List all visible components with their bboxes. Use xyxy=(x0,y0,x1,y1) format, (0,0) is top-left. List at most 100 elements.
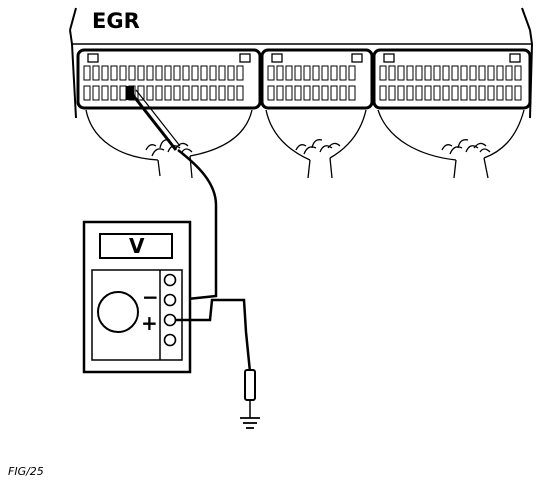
connector-right-pin xyxy=(379,65,387,81)
connector-left-pin xyxy=(101,85,109,101)
connector-left-pin xyxy=(164,85,172,101)
connector-middle-pin xyxy=(303,65,311,81)
connector-left-pin xyxy=(182,65,190,81)
connector-left-latch xyxy=(87,53,99,63)
connector-right-pin xyxy=(397,85,405,101)
connector-left-pin xyxy=(191,65,199,81)
connector-middle-pin xyxy=(348,85,356,101)
connector-middle-pin xyxy=(321,85,329,101)
connector-left-pin xyxy=(191,85,199,101)
connector-middle-pin xyxy=(312,65,320,81)
connector-right-pin xyxy=(415,65,423,81)
connector-right-pin xyxy=(415,85,423,101)
connector-right-pin xyxy=(388,85,396,101)
multimeter-jack-v xyxy=(163,313,177,327)
connector-left-pin xyxy=(200,65,208,81)
connector-right-pin xyxy=(451,65,459,81)
multimeter-jack-com xyxy=(163,293,177,307)
connector-left-pin xyxy=(164,65,172,81)
connector-middle-pin xyxy=(339,65,347,81)
connector-middle-pin xyxy=(330,85,338,101)
connector-middle-pin xyxy=(267,85,275,101)
connector-left-pin xyxy=(155,65,163,81)
ground-symbol-icon xyxy=(240,417,260,429)
connector-middle-pin xyxy=(276,65,284,81)
connector-right-pin xyxy=(514,85,522,101)
connector-left-pin xyxy=(92,65,100,81)
connector-middle-pin xyxy=(267,65,275,81)
multimeter-display xyxy=(99,233,173,259)
connector-left-pin xyxy=(83,85,91,101)
connector-left-pin xyxy=(92,85,100,101)
multimeter-jack-4 xyxy=(163,333,177,347)
connector-pins-left xyxy=(83,53,251,101)
connector-middle-pin xyxy=(330,65,338,81)
wire-harness-right xyxy=(377,109,525,179)
test-pin-highlight xyxy=(126,86,134,100)
connector-right-pin xyxy=(487,85,495,101)
connector-right-latch xyxy=(383,53,395,63)
connector-middle-pin xyxy=(285,65,293,81)
connector-right-pin xyxy=(388,65,396,81)
test-probe-icon xyxy=(244,369,256,418)
multimeter-front-panel xyxy=(91,269,183,361)
connector-left-pin xyxy=(218,65,226,81)
connector-middle-pin xyxy=(339,85,347,101)
connector-left-pin xyxy=(146,85,154,101)
wire-harness-left xyxy=(85,109,253,179)
connector-right-pin xyxy=(514,65,522,81)
multimeter-minus-label: − xyxy=(142,285,159,309)
connector-right-pin xyxy=(487,65,495,81)
connector-left-pin xyxy=(236,85,244,101)
connector-right-pin xyxy=(496,65,504,81)
connector-left-pin xyxy=(101,65,109,81)
connector-right-pin xyxy=(424,85,432,101)
connector-right-pin xyxy=(433,85,441,101)
ecu-label: EGR xyxy=(92,9,140,33)
connector-right-pin xyxy=(406,85,414,101)
connector-right-pin xyxy=(469,85,477,101)
meter-lead-positive xyxy=(176,298,252,373)
multimeter-plus-label: + xyxy=(141,311,158,335)
connector-left-pin xyxy=(83,65,91,81)
figure-caption: FIG/25 xyxy=(8,465,44,478)
connector-left-pin xyxy=(110,85,118,101)
connector-left-pin xyxy=(146,65,154,81)
connector-pins-right xyxy=(379,53,522,101)
connector-middle-pin xyxy=(321,65,329,81)
connector-right-pin xyxy=(424,65,432,81)
connector-left-pin xyxy=(173,65,181,81)
connector-left-pin xyxy=(182,85,190,101)
connector-right-pin xyxy=(478,65,486,81)
connector-left-pin xyxy=(137,65,145,81)
connector-left-pin xyxy=(218,85,226,101)
multimeter-selector-knob xyxy=(97,291,139,333)
connector-middle-pin xyxy=(285,85,293,101)
connector-left-pin xyxy=(236,65,244,81)
connector-right-pin xyxy=(451,85,459,101)
connector-left-pin xyxy=(110,65,118,81)
connector-right-pin xyxy=(379,85,387,101)
connector-left-pin xyxy=(209,65,217,81)
connector-left-pin xyxy=(119,85,127,101)
multimeter-jack-1 xyxy=(163,273,177,287)
connector-right-pin xyxy=(460,85,468,101)
ecu-connector-middle xyxy=(260,48,374,110)
connector-middle-latch xyxy=(351,53,363,63)
back-probe xyxy=(130,89,181,151)
connector-right-pin xyxy=(406,65,414,81)
connector-middle-pin xyxy=(276,85,284,101)
connector-right-pin xyxy=(397,65,405,81)
multimeter: V − + xyxy=(82,220,192,374)
connector-middle-pin xyxy=(294,85,302,101)
ecu-connector-left xyxy=(76,48,262,110)
connector-right-pin xyxy=(478,85,486,101)
connector-right-pin xyxy=(442,65,450,81)
connector-middle-pin xyxy=(294,65,302,81)
connector-right-latch xyxy=(509,53,521,63)
meter-lead-negative xyxy=(177,149,218,302)
connector-left-pin xyxy=(209,85,217,101)
connector-left-pin xyxy=(119,65,127,81)
connector-right-pin xyxy=(442,85,450,101)
